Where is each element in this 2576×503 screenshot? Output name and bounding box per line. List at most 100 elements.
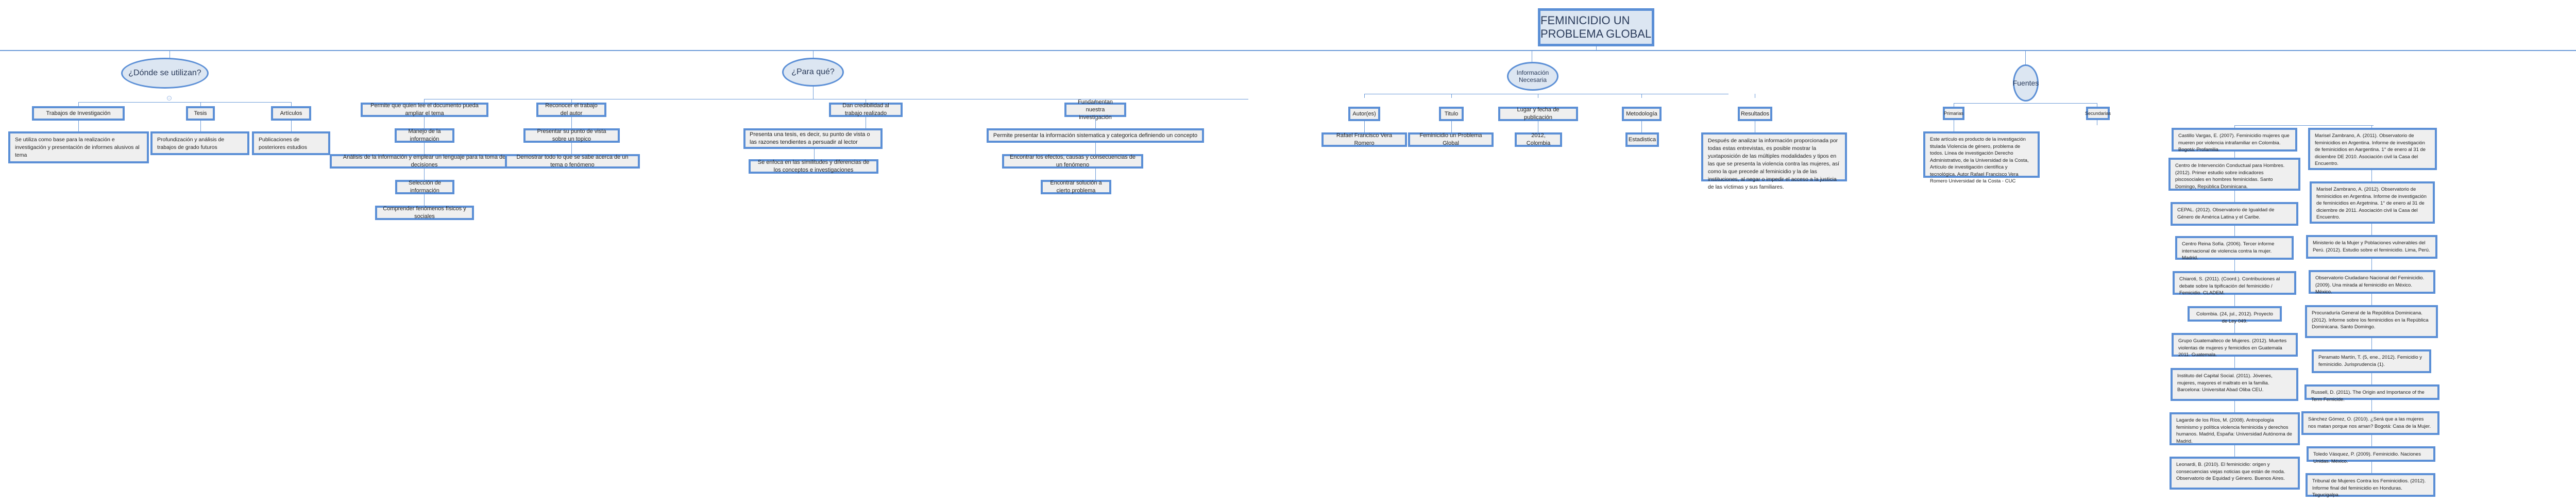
- reference-item: Castillo Vargas, E. (2007). Feminicidio …: [2172, 128, 2297, 153]
- connector: [814, 149, 815, 159]
- node-primarias[interactable]: Primarias: [1943, 107, 1964, 120]
- connector: [813, 87, 814, 99]
- root-title-node[interactable]: FEMINICIDIO UN PROBLEMA GLOBAL: [1538, 8, 1654, 46]
- connector: [2371, 400, 2372, 411]
- connector: [200, 102, 292, 103]
- topic-donde-se-utilizan[interactable]: ¿Dónde se utilizan?: [121, 58, 209, 89]
- connector: [2371, 462, 2372, 473]
- node-efectos-causas[interactable]: Encontrar los efectos, causas y consecue…: [1002, 154, 1143, 169]
- reference-item: Centro de Intervención Conductual para H…: [2168, 158, 2300, 191]
- connector: [1095, 143, 1096, 154]
- reference-item: Chiaroti, S. (2011). (Coord.). Contribuc…: [2173, 271, 2296, 296]
- connector: [1095, 117, 1096, 128]
- reference-item: Toledo Vásquez, P. (2009). Feminicidio. …: [2307, 446, 2435, 464]
- node-manejo-informacion[interactable]: Manejo de la información: [395, 128, 454, 143]
- connector: [1364, 94, 1365, 98]
- topic-informacion-necesaria[interactable]: Información Necesaria: [1507, 62, 1558, 91]
- node-secundarias[interactable]: Secundarias: [2085, 107, 2111, 120]
- node-seleccion-informacion[interactable]: Selección de información: [395, 180, 454, 194]
- connector: [291, 102, 292, 106]
- node-articulos[interactable]: Artículos: [271, 106, 311, 121]
- connector: [1641, 94, 1642, 98]
- connector: [78, 102, 225, 103]
- connector: [2234, 357, 2235, 368]
- connector: [424, 117, 425, 128]
- node-metodologia-info[interactable]: Metodología: [1622, 107, 1662, 121]
- reference-item: Lagarde de los Ríos, M. (2008). Antropol…: [2170, 412, 2300, 445]
- reference-item: Grupo Guatemalteco de Mujeres. (2012). M…: [2172, 333, 2298, 358]
- reference-item: Sánchez Gómez, O. (2010). ¿Será que a la…: [2301, 411, 2439, 435]
- connector: [2371, 259, 2372, 270]
- detail-resultados: Después de analizar la información propo…: [1701, 132, 1847, 190]
- reference-item: Procuraduría General de la República Dom…: [2305, 305, 2438, 338]
- collapse-toggle-icon[interactable]: −: [167, 96, 172, 100]
- node-reconocer-autor[interactable]: Reconocer el trabajo del autor: [536, 103, 606, 117]
- connector: [1596, 46, 1597, 50]
- node-tesis[interactable]: Tesis: [186, 106, 215, 121]
- topic-para-que[interactable]: ¿Para qué?: [782, 58, 844, 87]
- connector: [1451, 121, 1452, 132]
- connector: [2025, 50, 2026, 65]
- connector: [200, 102, 201, 106]
- node-ampliar-tema[interactable]: Permite que quien lee el documento pueda…: [361, 103, 488, 117]
- connector: [424, 99, 425, 103]
- connector: [2234, 401, 2235, 412]
- connector: [2234, 260, 2235, 271]
- detail-titulo: Feminicidio un Problema Global: [1408, 132, 1494, 147]
- node-dan-credibilidad[interactable]: Dan credibilidad al trabajo realizado: [829, 103, 903, 117]
- connector: [571, 143, 572, 154]
- connector: [2234, 322, 2235, 333]
- detail-lugar-fecha: 2012, Colombia: [1515, 132, 1562, 147]
- detail-primarias: Este artículo es producto de la investig…: [1923, 131, 2040, 184]
- node-similitudes-diferencias[interactable]: Se enfoca en las similitudes y diferenci…: [749, 159, 878, 174]
- reference-item: Instituto del Capital Social. (2011). Jó…: [2171, 368, 2298, 401]
- detail-tesis: Profundización y análisis de trabajos de…: [150, 131, 249, 155]
- connector: [424, 143, 425, 154]
- connector: [1364, 121, 1365, 132]
- connector: [1641, 121, 1642, 132]
- reference-item: Tribunal de Mujeres Contra los Feminicid…: [2306, 473, 2435, 498]
- connector: [424, 194, 425, 206]
- connector: [291, 121, 292, 132]
- connector: [571, 99, 572, 103]
- node-analisis-informacion[interactable]: Análisis de la información y emplear un …: [330, 154, 519, 169]
- reference-item: Ministerio de la Mujer y Poblaciones vul…: [2306, 235, 2437, 259]
- connector: [1451, 94, 1452, 98]
- connector: [424, 169, 425, 180]
- node-presenta-tesis[interactable]: Presenta una tesis, es decir, su punto d…: [743, 128, 883, 149]
- connector: [2234, 295, 2235, 306]
- connector: [2371, 170, 2372, 181]
- connector: [2234, 191, 2235, 202]
- reference-item: Leonardi, B. (2010). El feminicidio: ori…: [2170, 457, 2300, 490]
- connector: [1095, 99, 1096, 103]
- connector: [78, 102, 79, 106]
- main-trunk-line: [0, 50, 2576, 51]
- connector: [2234, 445, 2235, 457]
- node-lugar-fecha[interactable]: Lugar y fecha de publicación: [1498, 107, 1578, 121]
- node-titulo[interactable]: Titulo: [1439, 107, 1464, 121]
- node-trabajos-investigacion[interactable]: Trabajos de Investigación: [32, 106, 125, 121]
- node-encontrar-solucion[interactable]: Encontrar solución a cierto problema: [1041, 180, 1111, 194]
- connector: [2371, 338, 2372, 349]
- connector: [571, 117, 572, 128]
- node-fundamentan-investigacion[interactable]: Fundamentan nuestra investigación: [1064, 99, 1126, 121]
- connector: [2371, 435, 2372, 446]
- topic-fuentes[interactable]: Fuentes: [2013, 64, 2039, 102]
- node-autores[interactable]: Autor(es): [1348, 107, 1380, 121]
- connector: [2371, 224, 2372, 235]
- node-punto-vista[interactable]: Presentar su punto de vista sobre un top…: [523, 128, 620, 143]
- reference-item: CEPAL. (2012). Observatorio de Igualdad …: [2171, 202, 2298, 226]
- reference-item: Russell, D. (2011). The Origin and Impor…: [2304, 384, 2439, 403]
- node-resultados[interactable]: Resultados: [1738, 107, 1772, 121]
- connector: [200, 121, 201, 132]
- connector: [1095, 169, 1096, 180]
- connector: [2234, 226, 2235, 236]
- node-comprender-fenomenos[interactable]: Comprender fenómenos físicos y sociales: [375, 206, 474, 220]
- connector: [2234, 125, 2374, 126]
- node-demostrar-tema[interactable]: Demostrar todo lo que se sabe acerca de …: [505, 154, 640, 169]
- connector: [813, 50, 814, 58]
- detail-autores: Rafael Francisco Vera Romero: [1321, 132, 1407, 147]
- node-informacion-sistematica[interactable]: Permite presentar la información sistema…: [987, 128, 1204, 143]
- connector: [2371, 294, 2372, 305]
- reference-item: Centro Reina Sofía. (2006). Tercer infor…: [2175, 236, 2294, 261]
